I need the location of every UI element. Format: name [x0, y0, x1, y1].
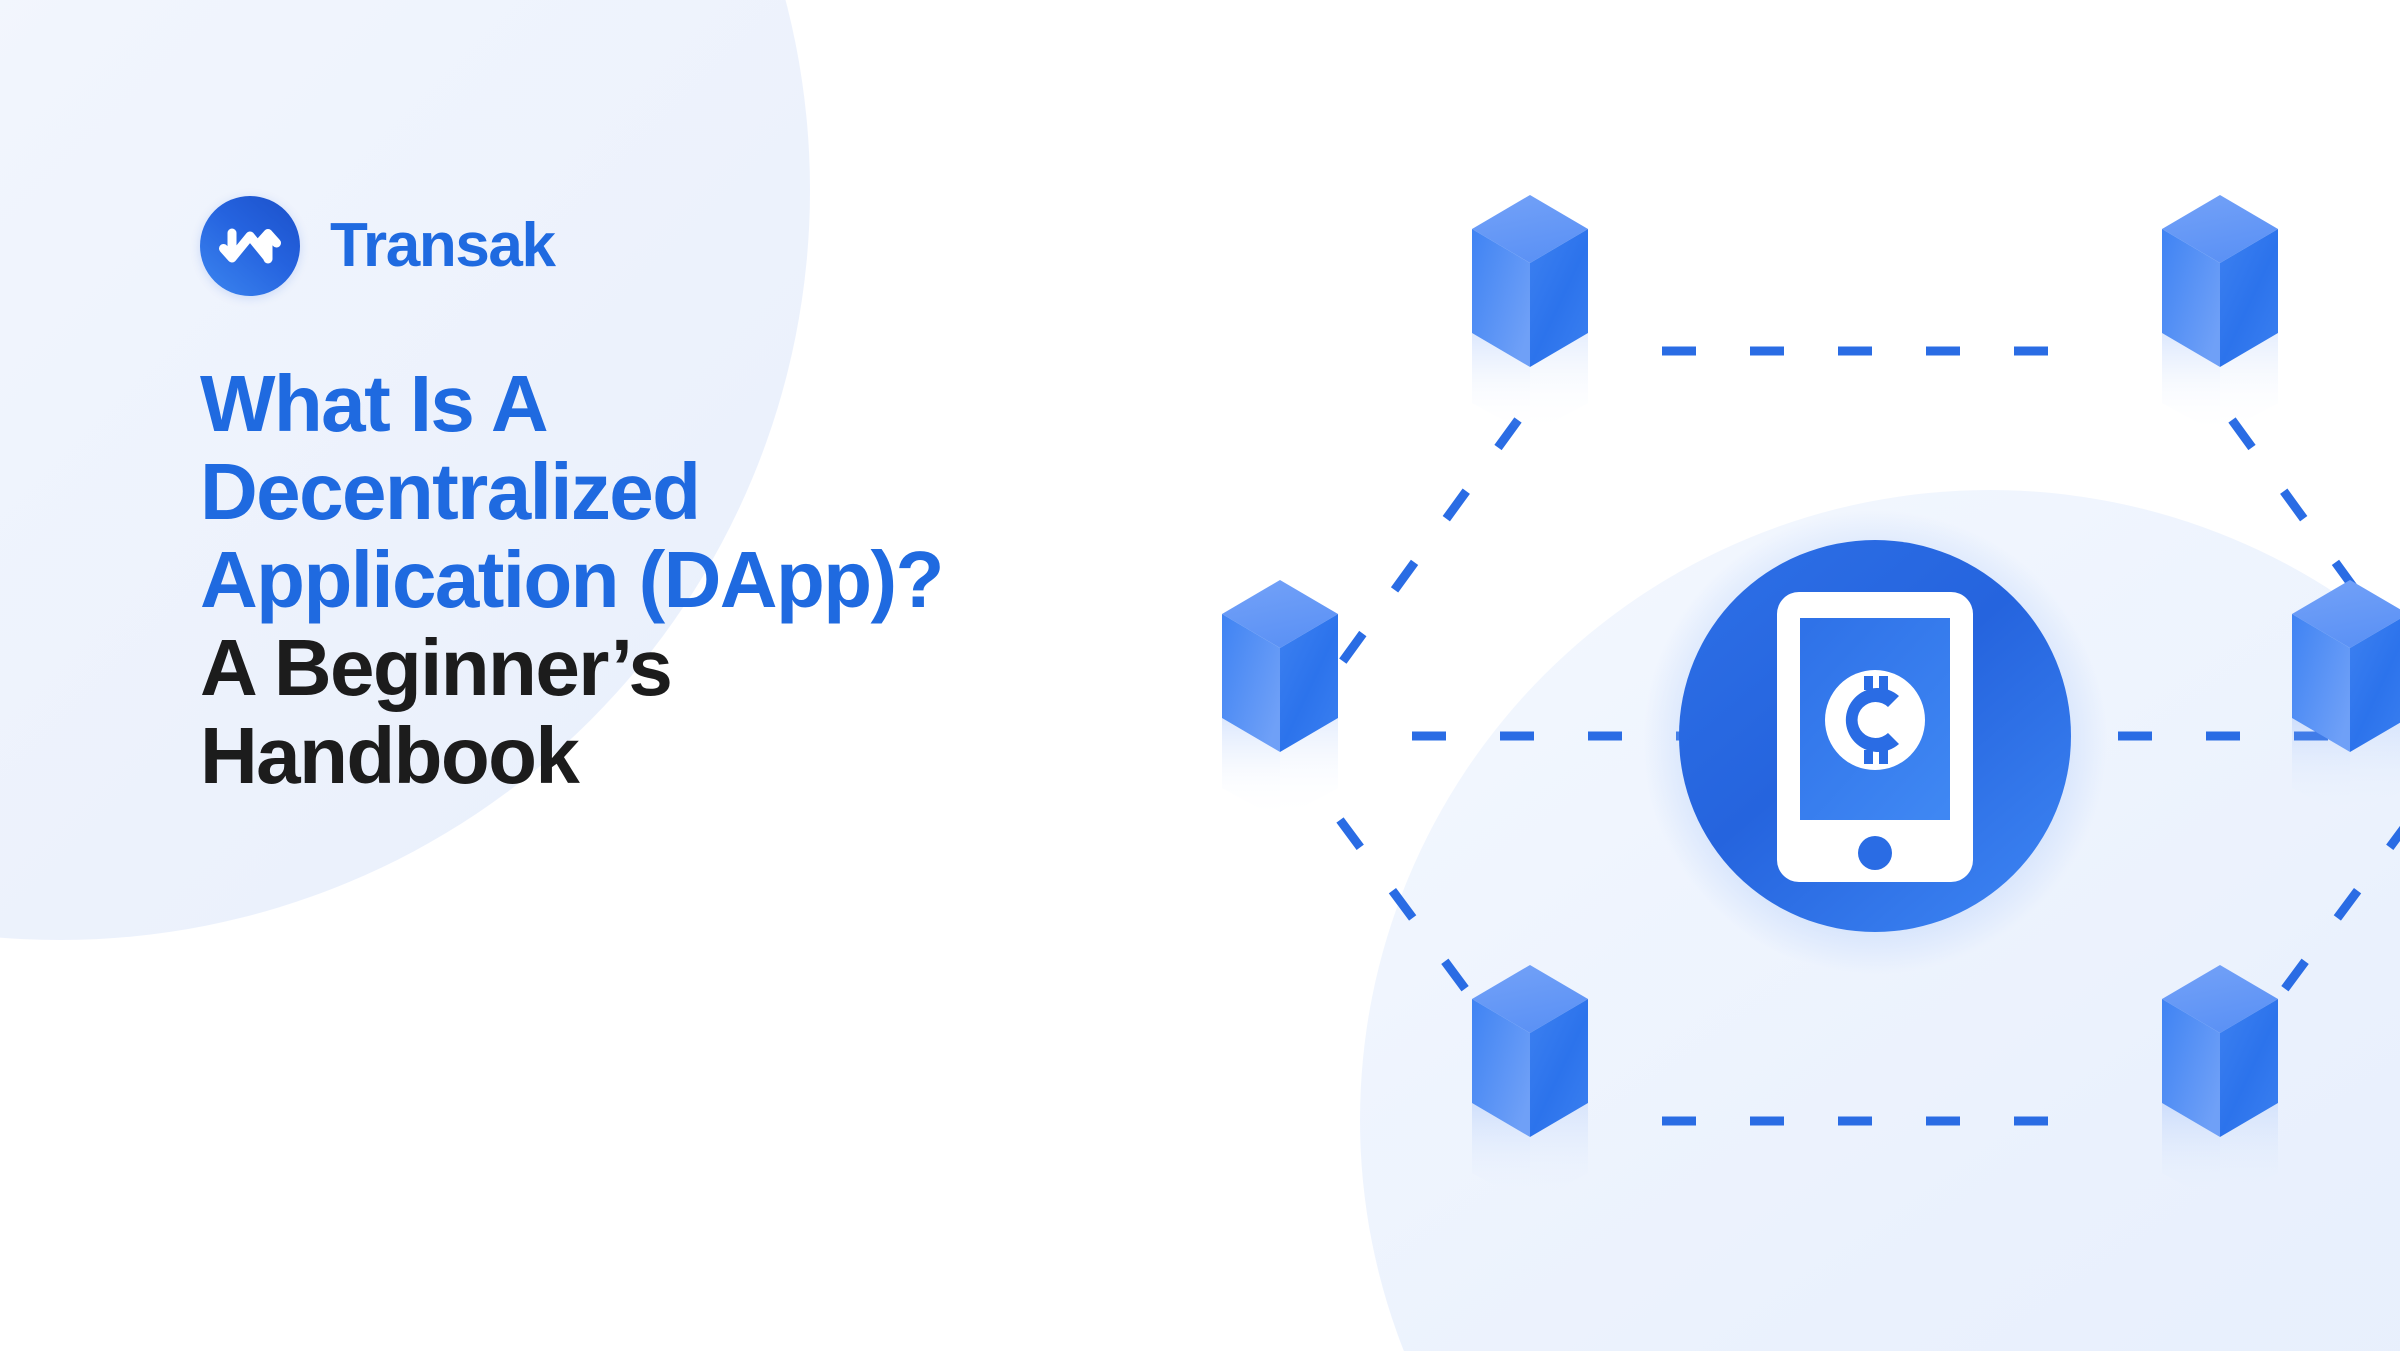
cube-middle-right [2292, 580, 2400, 820]
connector-upper-left [1336, 417, 1522, 668]
cube-middle-left [1222, 580, 1338, 820]
brand-logo[interactable]: Transak [200, 196, 556, 296]
cube-bottom-left [1472, 965, 1588, 1205]
cube-top-right [2162, 195, 2278, 435]
headline-line-3: Application (DApp)? [200, 535, 944, 624]
network-connectors [1336, 346, 2400, 1126]
headline-line-1: What Is A [200, 359, 549, 448]
page-title: What Is A Decentralized Application (DAp… [200, 360, 1100, 800]
hub-node [1643, 510, 2107, 974]
cube-top-left [1472, 195, 1588, 435]
cube-bottom-right [2162, 965, 2278, 1205]
phone-home-button [1858, 836, 1892, 870]
smartphone-crypto-coin-icon [1777, 592, 1973, 882]
decentralized-network-illustration [1200, 120, 2400, 1250]
crypto-coin-icon [1825, 670, 1925, 770]
headline-line-4: A Beginner’s [200, 623, 673, 712]
headline-line-2: Decentralized [200, 447, 701, 536]
headline-line-5: Handbook [200, 711, 580, 800]
transak-zigzag-arrows-icon [200, 196, 300, 296]
brand-wordmark: Transak [330, 211, 556, 280]
content-column: Transak What Is A Decentralized Applicat… [200, 0, 1180, 1351]
